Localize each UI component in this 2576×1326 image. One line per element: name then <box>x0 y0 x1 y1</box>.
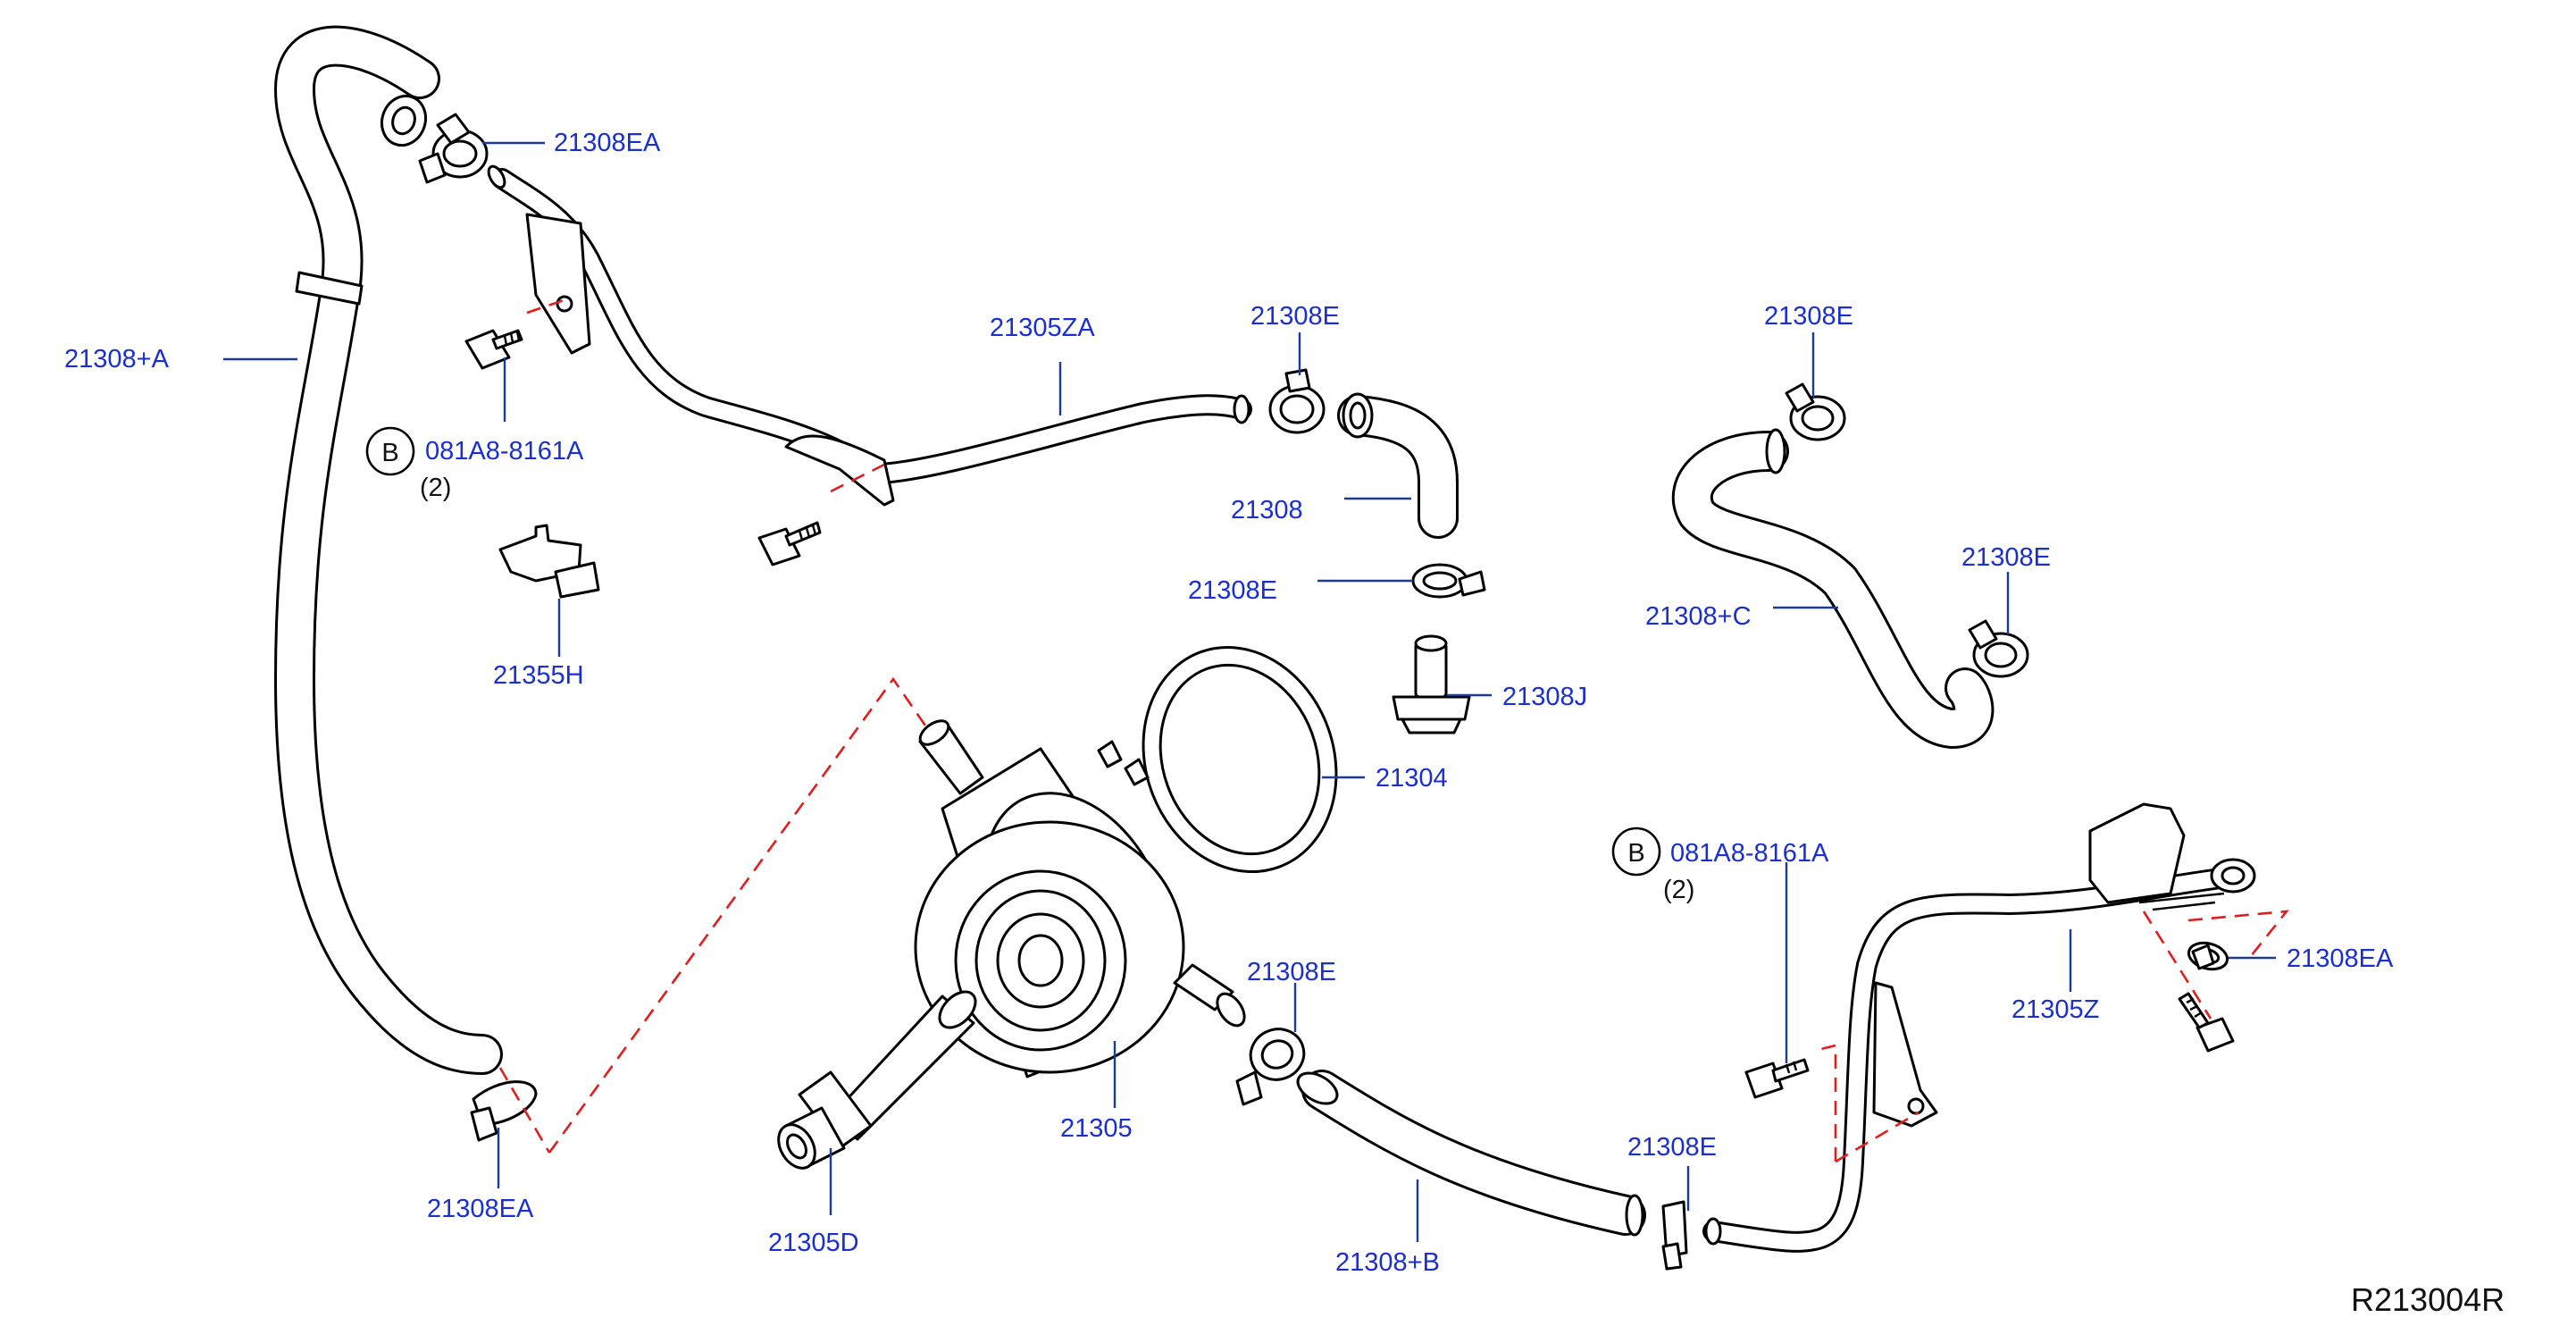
label-21305d: 21305D <box>768 1229 859 1257</box>
clamp-21308e-1 <box>1268 368 1326 434</box>
label-21308ea-top: 21308EA <box>554 129 661 157</box>
label-21304: 21304 <box>1376 764 1448 793</box>
label-qty-left: (2) <box>420 474 451 502</box>
clip-21355h <box>498 524 600 599</box>
hose-21308-b <box>1296 1070 1646 1237</box>
label-21308: 21308 <box>1231 496 1303 525</box>
label-21305: 21305 <box>1060 1114 1133 1143</box>
b-symbol-right: B <box>1611 827 1661 877</box>
label-21308e-3: 21308E <box>1247 958 1336 986</box>
label-21305za: 21305ZA <box>990 314 1095 342</box>
clamp-21308e-c-top <box>1785 382 1846 441</box>
pipe-21305za <box>487 164 1252 507</box>
label-21308-a: 21308+A <box>64 345 170 373</box>
label-081a8-right: 081A8-8161A <box>1670 839 1829 868</box>
label-21355h: 21355H <box>493 661 584 690</box>
reference-lines <box>498 298 2289 1163</box>
diagram-reference-id: R213004R <box>2351 1281 2505 1318</box>
connector-21305d <box>777 990 977 1170</box>
bolt-081a8-8161a-right-lower <box>1744 1058 1810 1099</box>
label-qty-right: (2) <box>1663 876 1694 904</box>
gasket-21304 <box>1142 645 1338 874</box>
label-21308e-1: 21308E <box>1250 302 1340 331</box>
label-21305z: 21305Z <box>2011 995 2099 1024</box>
leader-lines <box>223 141 2276 1242</box>
clamp-21308ea-right <box>2187 941 2229 971</box>
label-21308e-2: 21308E <box>1188 576 1277 605</box>
hose-21308 <box>1337 392 1459 539</box>
clamp-21308e-4 <box>1661 1200 1688 1271</box>
hose-21308-c <box>1671 428 1995 749</box>
b-symbol-left: B <box>365 426 415 476</box>
label-21308e-4: 21308E <box>1627 1133 1717 1162</box>
label-21308e-c-top: 21308E <box>1764 302 1853 331</box>
label-21308-c: 21308+C <box>1645 602 1752 631</box>
svg-text:B: B <box>381 439 398 467</box>
label-21308ea-right: 21308EA <box>2287 944 2394 973</box>
bolt-081a8-8161a-right-upper <box>2178 992 2235 1053</box>
clamp-21308ea-bottom-left <box>470 1080 538 1142</box>
clamp-21308ea-top <box>418 113 489 184</box>
label-21308ea-bottom-left: 21308EA <box>427 1195 534 1223</box>
label-21308-b: 21308+B <box>1335 1248 1440 1277</box>
callout-labels: 21308+A 21308EA 081A8-8161A (2) 21355H 2… <box>64 129 2505 1318</box>
bolt-081a8-8161a-left-lower <box>757 521 822 566</box>
label-21308j: 21308J <box>1502 683 1587 711</box>
clamp-21308e-c-bottom <box>1968 619 2029 678</box>
label-081a8-left: 081A8-8161A <box>425 437 584 466</box>
clamp-21308e-2 <box>1411 563 1486 599</box>
clamp-21308e-3 <box>1235 1028 1306 1106</box>
hose-21308-a <box>274 25 503 1075</box>
label-21308e-c-bottom: 21308E <box>1961 543 2051 572</box>
connector-21308j <box>1392 634 1471 734</box>
bolt-081a8-8161a-left-upper <box>464 329 523 370</box>
pipe-21305z <box>1702 802 2256 1253</box>
svg-text:B: B <box>1627 839 1644 868</box>
oil-cooler-21305 <box>914 719 1246 1078</box>
